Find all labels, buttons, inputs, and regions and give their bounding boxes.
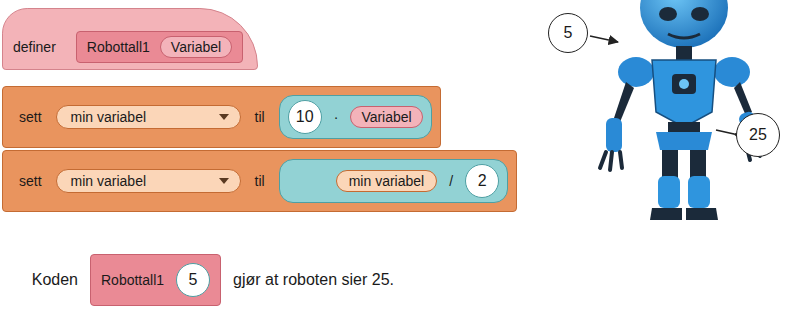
variable-dropdown: min variabel	[56, 105, 241, 129]
operator-block: / min variabel 2	[279, 159, 508, 203]
block-text: min variabel	[71, 173, 146, 189]
set-block: sett til min variabel / min variabel 2	[2, 150, 517, 212]
block-text: 5	[189, 271, 198, 289]
block-text: sett	[19, 173, 42, 189]
block-text: min variabel	[349, 173, 424, 189]
number-input: 2	[465, 164, 499, 198]
variable-oval: min variabel	[336, 170, 437, 192]
custom-block: Robottall1 5	[90, 254, 221, 306]
callout-number: 25	[736, 113, 780, 157]
parameter-oval: Variabel	[160, 36, 232, 58]
block-text: Variabel	[171, 39, 221, 55]
custom-block: Robottall1 Variabel	[76, 31, 243, 63]
callout-number: 5	[548, 13, 588, 53]
leader-arrow	[590, 36, 618, 42]
block-text: min variabel	[71, 109, 146, 125]
dropdown-arrow	[218, 113, 230, 121]
block-text: til	[255, 109, 265, 125]
block-text: 2	[478, 172, 487, 190]
sentence-text: Koden	[32, 271, 78, 289]
define-hat-block: definer Robottall1 Variabel	[2, 8, 258, 70]
set-block: sett til min variabel · 10 Variabel	[2, 86, 441, 148]
block-text: ·	[334, 109, 339, 125]
number-input: 5	[176, 263, 210, 297]
parameter-oval: Variabel	[350, 106, 422, 128]
block-text: definer	[13, 39, 56, 55]
block-text: /	[449, 173, 453, 189]
sentence-text: gjør at roboten sier 25.	[233, 271, 394, 289]
dropdown-arrow	[218, 177, 230, 185]
block-text: Robottall1	[87, 39, 150, 55]
operator-block: · 10 Variabel	[279, 95, 432, 139]
block-text: til	[255, 173, 265, 189]
variable-dropdown: min variabel	[56, 169, 241, 193]
number-input: 10	[288, 100, 322, 134]
block-text: 10	[296, 108, 314, 126]
leader-arrow	[716, 130, 734, 134]
robot	[600, 0, 763, 220]
block-text: 25	[749, 126, 767, 144]
block-text: Variabel	[361, 109, 411, 125]
block-text: sett	[19, 109, 42, 125]
block-text: 5	[564, 24, 573, 42]
block-text: Robottall1	[101, 272, 164, 288]
